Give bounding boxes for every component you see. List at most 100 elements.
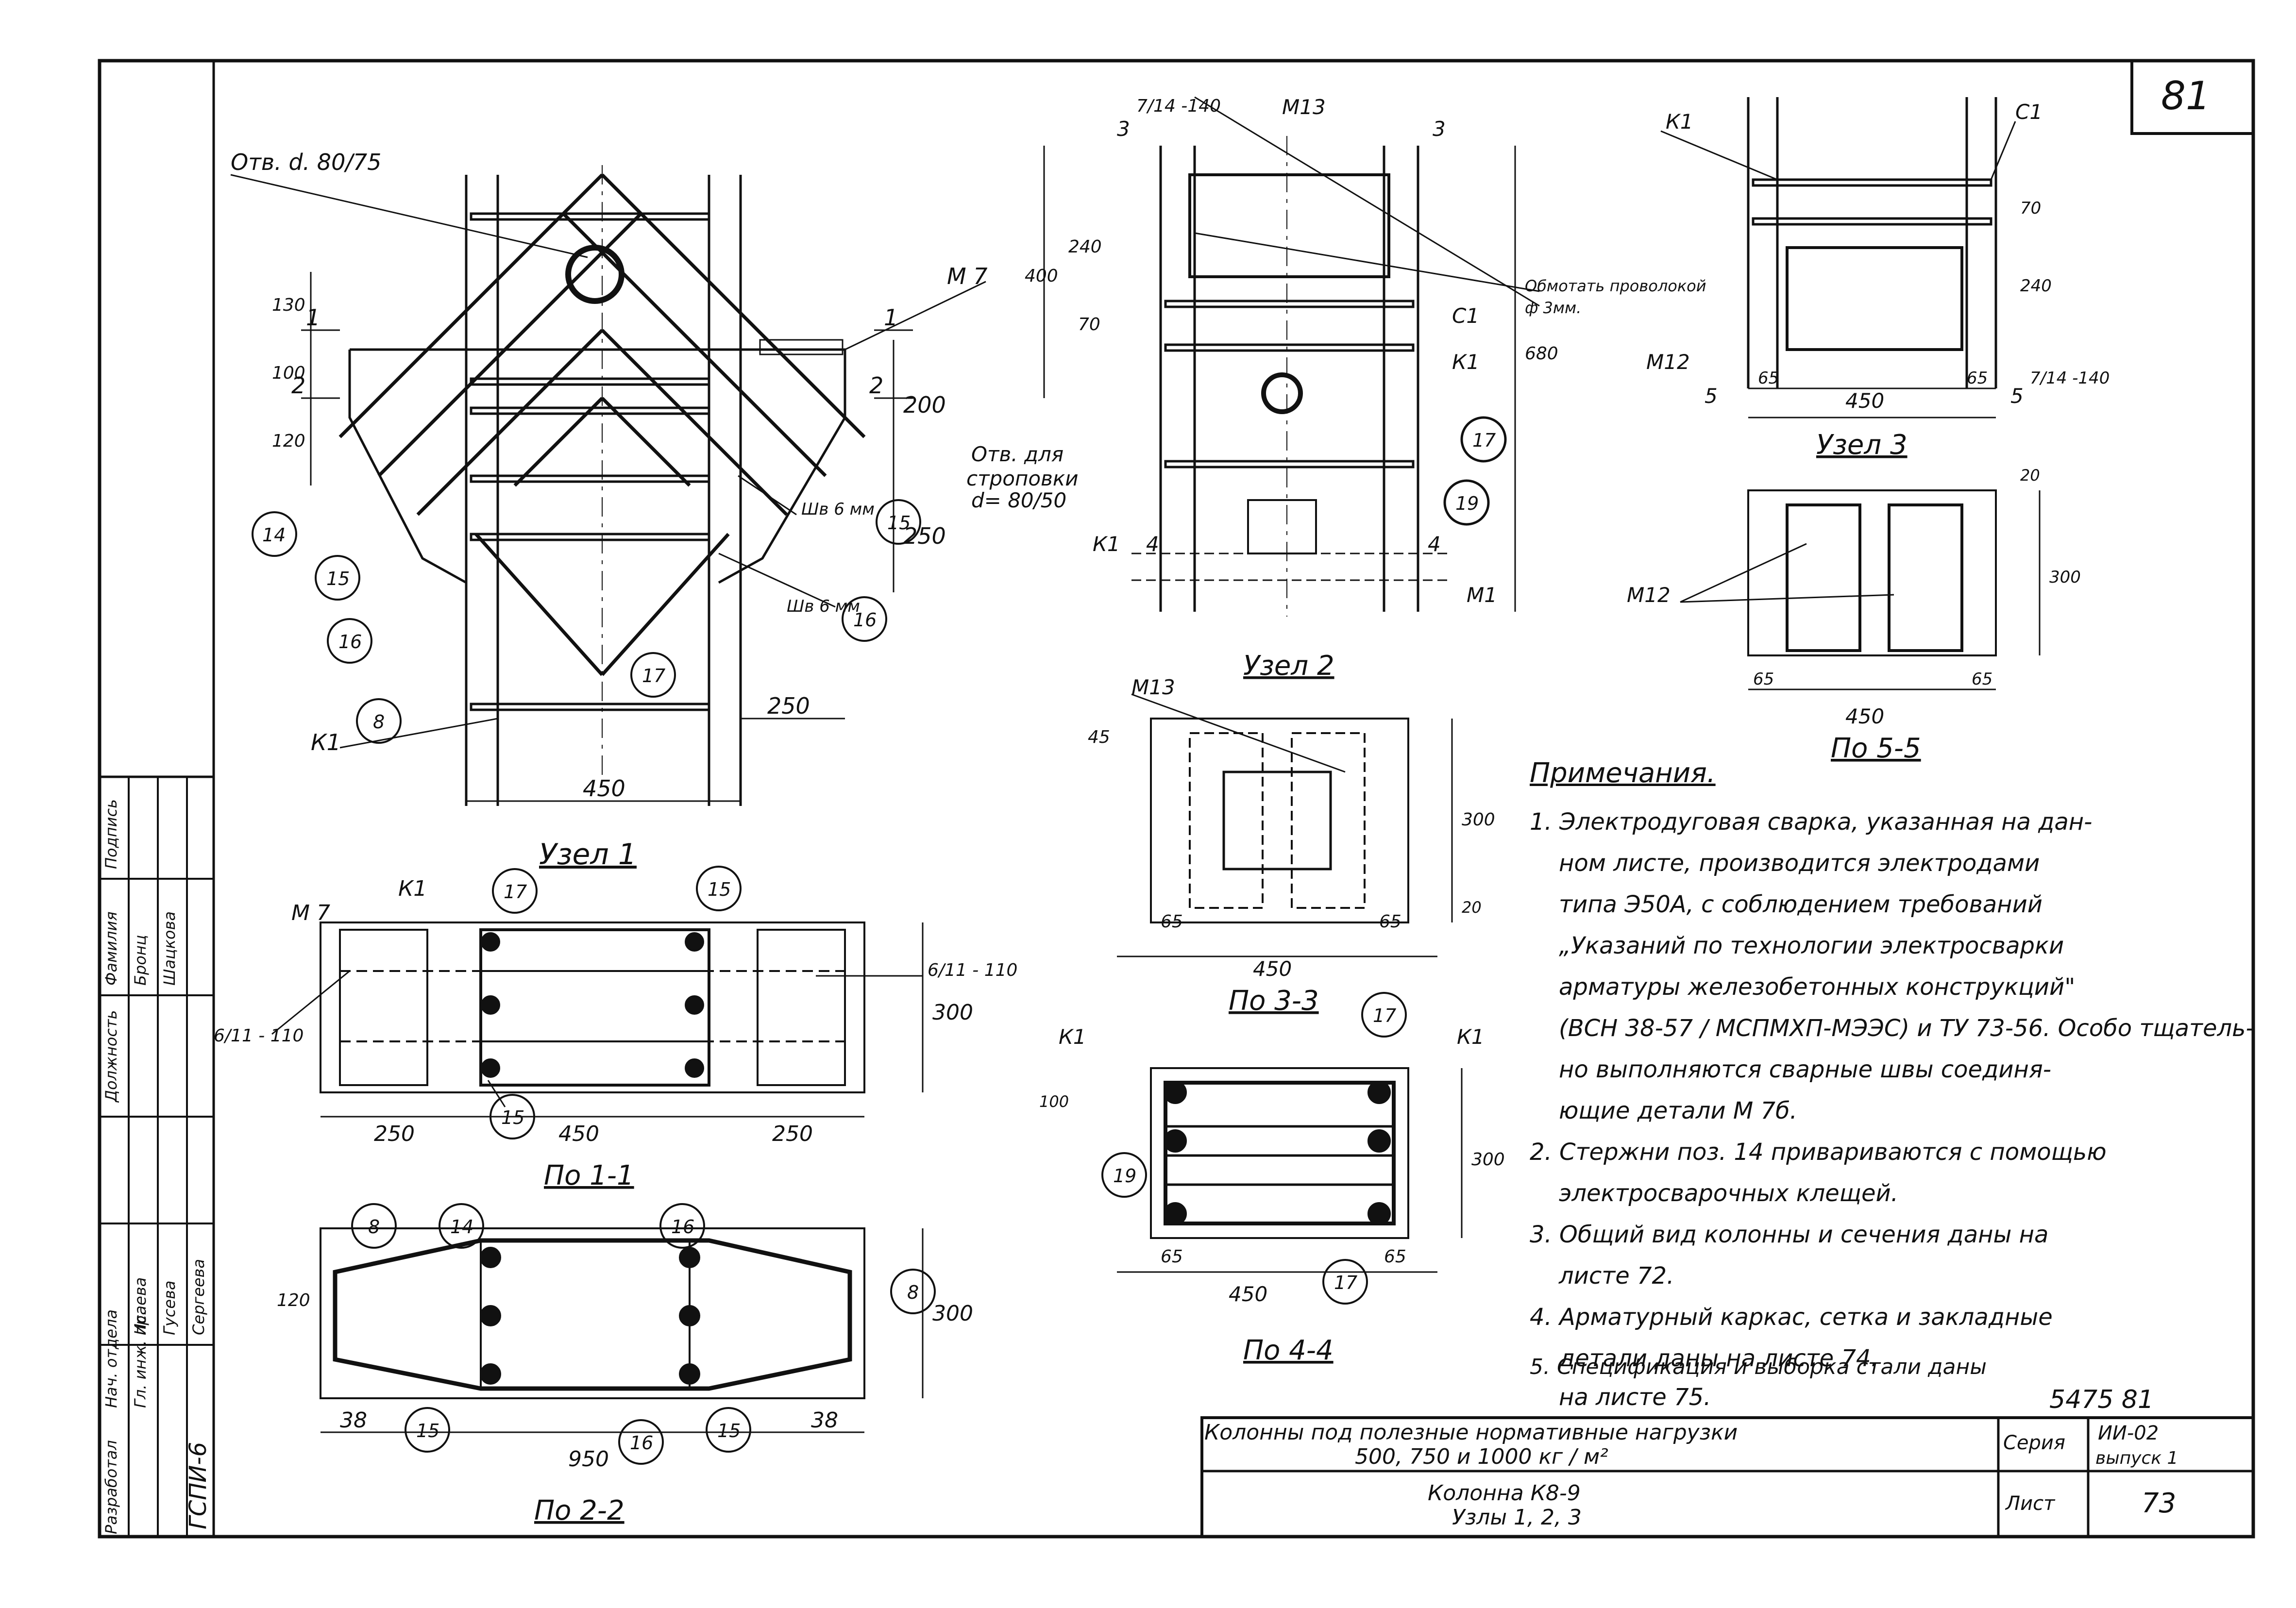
series-label: Серия — [2003, 1432, 2065, 1454]
sec22-dim-38-left: 38 — [340, 1408, 367, 1433]
notes-heading: Примечания. — [1530, 757, 1716, 789]
note-1b: ном листе, производится электродами — [1559, 850, 2040, 877]
sec22-dim-300: 300 — [932, 1301, 973, 1326]
node2-wire-label-1: Обмотать проволокой — [1525, 277, 1706, 295]
node3-title: Узел 3 — [1816, 429, 1908, 461]
node3-dim-240: 240 — [2020, 276, 2052, 296]
sig-col-header-2: Фамилия — [102, 911, 120, 986]
sec33-dim-45: 45 — [1088, 727, 1110, 747]
node3-mark-7-14: 7/14 -140 — [2030, 368, 2110, 388]
sec44-dim-65-left: 65 — [1161, 1247, 1183, 1267]
org-label: ГСПИ-6 — [185, 1441, 212, 1529]
node1-dim-250v: 250 — [903, 523, 946, 549]
sec22-marker-15: 15 — [416, 1420, 439, 1441]
sig-col-header-1: Должность — [102, 1010, 120, 1102]
sec22-marker-16: 16 — [671, 1216, 694, 1238]
subtitle-line-1: Колонна К8-9 — [1428, 1481, 1581, 1506]
node1-marker-8: 8 — [373, 711, 385, 733]
sec33-dim-20: 20 — [1462, 898, 1482, 917]
node2-c1-label: С1 — [1452, 304, 1479, 328]
node1-m7-label: М 7 — [947, 263, 988, 289]
sig-name-2: Гусева — [160, 1280, 179, 1335]
node1-marker-15: 15 — [326, 568, 350, 589]
sec11-marker-17: 17 — [504, 881, 527, 903]
node2-k1-label: К1 — [1452, 350, 1480, 374]
node2-title: Узел 2 — [1243, 650, 1334, 682]
node2-dim-680: 680 — [1525, 344, 1558, 364]
node1-weld-label-2: Шв 6 мм — [787, 597, 860, 616]
node2-sec4-right: 4 — [1428, 532, 1441, 556]
sec33-m13-label: М13 — [1131, 675, 1175, 699]
node3-k1-label: К1 — [1666, 110, 1693, 134]
sec11-dim-250-right: 250 — [772, 1122, 813, 1146]
sec22-dim-38-right: 38 — [811, 1408, 838, 1433]
sec11-k1-label: К1 — [398, 876, 427, 901]
node1-dim-250: 250 — [767, 693, 810, 719]
node1-dim-450: 450 — [583, 775, 625, 802]
node2-marker-19: 19 — [1455, 493, 1479, 514]
node2-wire-label-2: ф 3мм. — [1525, 299, 1581, 317]
node2-sec4-left: 4 — [1146, 532, 1159, 556]
node1-marker-16: 16 — [338, 631, 362, 653]
title-line-2: 500, 750 и 1000 кг / м² — [1355, 1444, 1608, 1469]
node3-c1-label: С1 — [2015, 100, 2043, 124]
sec44-marker-19: 19 — [1113, 1165, 1136, 1187]
sec44-dim-300: 300 — [1471, 1150, 1505, 1170]
note-1g: но выполняются сварные швы соединя- — [1559, 1056, 2052, 1083]
sig-name-1: Исаева — [131, 1277, 150, 1335]
series-value-1: ИИ-02 — [2098, 1422, 2159, 1444]
note-3a: 3. Общий вид колонны и сечения даны на — [1530, 1221, 2049, 1248]
note-5a: 5. Спецификация и выборка стали даны — [1530, 1355, 1987, 1379]
sec11-dim-450: 450 — [558, 1122, 599, 1146]
sec33-dim-300: 300 — [1462, 810, 1495, 830]
page-number: 81 — [2161, 73, 2211, 118]
note-2a: 2. Стержни поз. 14 привариваются с помощ… — [1530, 1139, 2107, 1166]
node1-weld-label-1: Шв 6 мм — [801, 500, 875, 519]
sec22-marker-8: 8 — [368, 1216, 380, 1238]
node2-dim-70: 70 — [1078, 315, 1100, 335]
sec44-marker-17b: 17 — [1373, 1005, 1396, 1026]
note-3b: листе 72. — [1559, 1262, 1674, 1290]
note-2b: электросварочных клещей. — [1559, 1180, 1898, 1207]
sec33-dim-450: 450 — [1253, 957, 1292, 981]
sec55-title: По 5-5 — [1831, 733, 1921, 764]
node1-title: Узел 1 — [539, 838, 637, 871]
sec44-marker-17: 17 — [1334, 1272, 1357, 1293]
node1-sec2-right: 2 — [869, 372, 883, 399]
sec11-mark-6-11-left: 6/11 - 110 — [214, 1026, 304, 1046]
node2-mark-7-14: 7/14 -140 — [1136, 96, 1221, 116]
node2-marker-17: 17 — [1472, 430, 1496, 451]
note-4b: детали даны на листе 74. — [1559, 1345, 1878, 1372]
sec55-dim-450: 450 — [1845, 704, 1884, 728]
sig-name-4: Бронц — [131, 935, 150, 986]
sec55-dim-65-right: 65 — [1972, 670, 1992, 689]
node3-sec5-right: 5 — [2010, 384, 2024, 408]
section-2-2 — [320, 1203, 936, 1465]
node1-dim-130: 130 — [272, 295, 305, 315]
sec22-dim-950: 950 — [568, 1447, 609, 1472]
sec22-marker-15b: 15 — [717, 1420, 741, 1441]
sec11-marker-15: 15 — [708, 879, 731, 900]
sec22-marker-16b: 16 — [630, 1432, 653, 1454]
sec44-title: По 4-4 — [1243, 1335, 1334, 1366]
node2-dim-240: 240 — [1068, 237, 1102, 257]
node1-sec2-left: 2 — [291, 372, 305, 399]
section-4-4 — [1101, 992, 1463, 1305]
node2-sec3-right: 3 — [1433, 117, 1446, 141]
sec11-dim-300: 300 — [932, 1000, 973, 1025]
node2-view — [1043, 96, 1540, 617]
note-1e: арматуры железобетонных конструкций" — [1559, 973, 2076, 1001]
series-value-2: выпуск 1 — [2095, 1448, 2178, 1468]
note-4a: 4. Арматурный каркас, сетка и закладные — [1530, 1304, 2053, 1331]
sec44-k1-right: К1 — [1457, 1025, 1485, 1049]
sec22-title: По 2-2 — [534, 1495, 625, 1526]
node1-marker-16b: 16 — [853, 609, 877, 631]
node3-dim-70: 70 — [2020, 199, 2041, 218]
sec11-m7-label: М 7 — [291, 901, 330, 925]
sec55-m12-label: М12 — [1627, 583, 1671, 607]
sec55-dim-300: 300 — [2049, 568, 2081, 587]
sec11-marker-15b: 15 — [501, 1107, 524, 1128]
node1-marker-15b: 15 — [887, 512, 911, 534]
node2-hole-lift-1: Отв. для — [971, 442, 1064, 466]
